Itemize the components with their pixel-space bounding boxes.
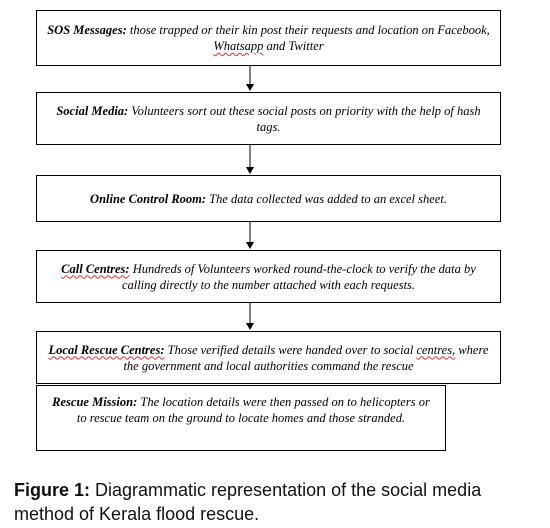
step-text-misspelled: centres, xyxy=(416,342,456,357)
flow-step-social-media: Social Media: Volunteers sort out these … xyxy=(36,92,501,145)
step-label: SOS Messages: xyxy=(47,23,127,37)
step-label: Call Centres: xyxy=(61,261,130,276)
flow-step-sos-messages: SOS Messages: those trapped or their kin… xyxy=(36,10,501,66)
step-text: and Twitter xyxy=(263,39,324,53)
step-text: Hundreds of Volunteers worked round-the-… xyxy=(121,261,476,292)
flow-step-rescue-mission: Rescue Mission: The location details wer… xyxy=(36,385,446,451)
figure-label: Figure 1: xyxy=(14,480,91,500)
step-text-misspelled: Whatsapp xyxy=(213,39,264,53)
step-text: The location details were then passed on… xyxy=(76,395,430,425)
figure-caption: Figure 1: Diagrammatic representation of… xyxy=(14,478,544,526)
step-text: Volunteers sort out these social posts o… xyxy=(128,103,481,134)
figure-caption-text: Diagrammatic representation of the socia… xyxy=(14,480,482,524)
step-label: Local Rescue Centres: xyxy=(48,342,165,357)
flow-step-local-rescue-centres: Local Rescue Centres: Those verified det… xyxy=(36,331,501,384)
arrow-down-icon xyxy=(244,222,256,250)
step-text: those trapped or their kin post their re… xyxy=(126,23,490,37)
step-label: Social Media: xyxy=(56,103,129,118)
step-text: Those verified details were handed over … xyxy=(164,342,417,357)
arrow-down-icon xyxy=(244,66,256,92)
step-label: Rescue Mission: xyxy=(52,395,138,409)
step-text: The data collected was added to an excel… xyxy=(206,191,447,206)
flow-step-online-control-room: Online Control Room: The data collected … xyxy=(36,175,501,222)
arrow-down-icon xyxy=(244,145,256,175)
arrow-down-icon xyxy=(244,303,256,331)
flow-step-call-centres: Call Centres: Hundreds of Volunteers wor… xyxy=(36,250,501,303)
step-text: where the government and local authoriti… xyxy=(123,342,489,373)
step-label: Online Control Room: xyxy=(90,191,207,206)
